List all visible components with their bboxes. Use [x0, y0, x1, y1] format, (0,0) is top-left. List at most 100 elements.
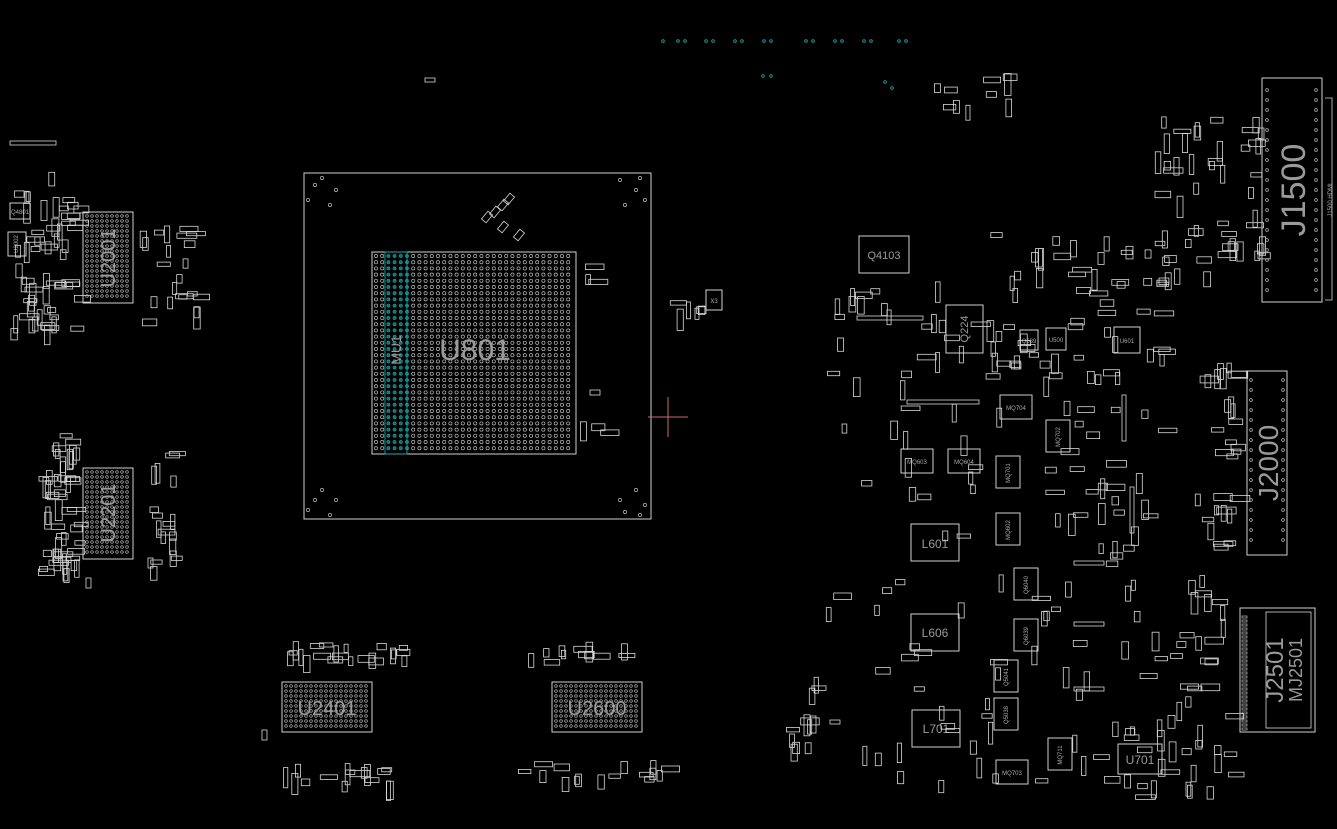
soc-bga-pins-item [429, 409, 434, 413]
passive-components-item [1043, 376, 1050, 397]
chip-u2401[interactable] [281, 681, 373, 733]
soc-bga-pins-item [374, 409, 378, 413]
passive-components-item [20, 276, 27, 293]
chip-u2002[interactable] [7, 231, 27, 257]
passive-components-item [363, 764, 371, 786]
crystal-x3[interactable] [705, 289, 723, 311]
soc-bga-pins-item [460, 421, 465, 426]
passive-components-item [539, 770, 547, 783]
soc-bga-pins-item [560, 390, 564, 395]
u2201-pins-item [125, 480, 129, 484]
passive-components-item [149, 506, 159, 513]
mosfet-q6039[interactable] [1013, 618, 1039, 652]
u2401-pins-item [299, 694, 303, 698]
mosfet-mq602[interactable] [995, 512, 1021, 546]
soc-bga-pins-item [380, 254, 385, 258]
top-test-points [661, 39, 908, 90]
inductor-l606[interactable] [910, 613, 960, 652]
u2201-pins-item [115, 485, 119, 489]
passive-components-item [401, 655, 408, 667]
soc-bga-pins-item [553, 384, 558, 389]
connector-j1500[interactable] [1261, 77, 1323, 303]
mosfet-mq711[interactable] [1047, 737, 1073, 771]
mosfet-q5041[interactable] [993, 659, 1019, 693]
chip-u2201[interactable] [82, 467, 134, 560]
passive-components-item [935, 352, 940, 373]
soc-bga-pins-item [454, 322, 459, 327]
soc-bga-pins-item [442, 440, 447, 444]
mosfet-mq604[interactable] [947, 448, 981, 474]
chip-u601[interactable] [1113, 326, 1141, 354]
soc-bga-pins-item [498, 347, 502, 351]
soc-bga-pins-item [473, 421, 478, 426]
connector-j2000[interactable] [1246, 370, 1288, 556]
soc-bga-pins-item [448, 353, 453, 358]
soc-bga-pins-item [541, 396, 546, 401]
passive-components-item [14, 190, 25, 198]
soc-bga-pins-item [522, 322, 527, 327]
soc-bga-pins-item [541, 303, 546, 308]
mosfet-q4103[interactable] [858, 235, 910, 274]
soc-bga-pins-item [498, 260, 502, 265]
passive-components-item [696, 306, 707, 314]
soc-bga-pins-item [547, 254, 552, 258]
soc-bga-pins-item [429, 272, 434, 277]
u2600-pins-item [599, 689, 603, 693]
u2600-pins-item [619, 724, 623, 728]
mosfet-q6040[interactable] [1013, 567, 1039, 601]
soc-bga-pins-item [516, 309, 521, 314]
mosfet-mq702[interactable] [1045, 419, 1071, 453]
u2001-pins-item [115, 224, 119, 228]
soc-bga-pins-item [566, 309, 571, 314]
soc-bga-pins-item [541, 390, 546, 395]
u2600-pins-item [559, 724, 563, 728]
soc-bga-pins-item [522, 365, 527, 370]
soc-bga-pins-item [504, 291, 509, 296]
mosfet-q5038[interactable] [993, 697, 1019, 731]
connector-j2501[interactable] [1239, 607, 1316, 733]
soc-bga-pins-item [522, 316, 527, 320]
j2000-pins-item [1281, 388, 1285, 392]
u2201-pins-item [105, 545, 109, 549]
soc-bga-pins-item [566, 254, 571, 258]
soc-bga-pins-item [473, 440, 478, 444]
u2401-pins-item [319, 709, 323, 713]
passive-components-item [1167, 715, 1176, 729]
inductor-l601[interactable] [910, 523, 960, 562]
mosfet-mq603[interactable] [900, 448, 934, 474]
chip-u2001[interactable] [82, 211, 134, 304]
u2201-pins-item [120, 535, 124, 539]
passive-components-item [1120, 249, 1133, 255]
u2201-pins-item [110, 535, 114, 539]
soc-bga-pins-item [436, 254, 440, 258]
u2401-pins-item [284, 699, 288, 703]
mosfet-mq704[interactable] [999, 394, 1033, 420]
soc-bga-pins-item [411, 278, 416, 283]
mosfet-mq703[interactable] [995, 759, 1029, 785]
soc-bga-area[interactable] [371, 251, 577, 455]
passive-components-item [1220, 605, 1226, 621]
soc-bga-pins-item [535, 402, 540, 407]
soc-bga-pins-item [429, 266, 434, 271]
soc-bga-pins-item [479, 266, 484, 271]
chip-u2600[interactable] [551, 681, 643, 733]
soc-package-outline[interactable] [303, 172, 652, 520]
soc-bga-pins-item [460, 303, 465, 308]
soc-bga-pins-item [535, 353, 540, 358]
passive-components-item [1188, 154, 1195, 175]
u2201-pins-item [100, 500, 104, 504]
soc-bga-pins-item [491, 347, 496, 351]
mosfet-mq701[interactable] [995, 455, 1021, 489]
soc-highlight-column[interactable] [384, 251, 408, 455]
u2401-pins-item [364, 719, 368, 723]
passive-components-item [1154, 240, 1166, 247]
passive-components-item [957, 602, 965, 619]
passive-components-item [1213, 493, 1233, 501]
passive-components-item [561, 777, 570, 792]
chip-u500[interactable] [1045, 327, 1067, 351]
passive-components-item [1188, 228, 1204, 236]
passive-components-item [1103, 369, 1120, 377]
u2401-pins-item [289, 704, 293, 708]
mosfet-q639[interactable] [1019, 329, 1039, 351]
